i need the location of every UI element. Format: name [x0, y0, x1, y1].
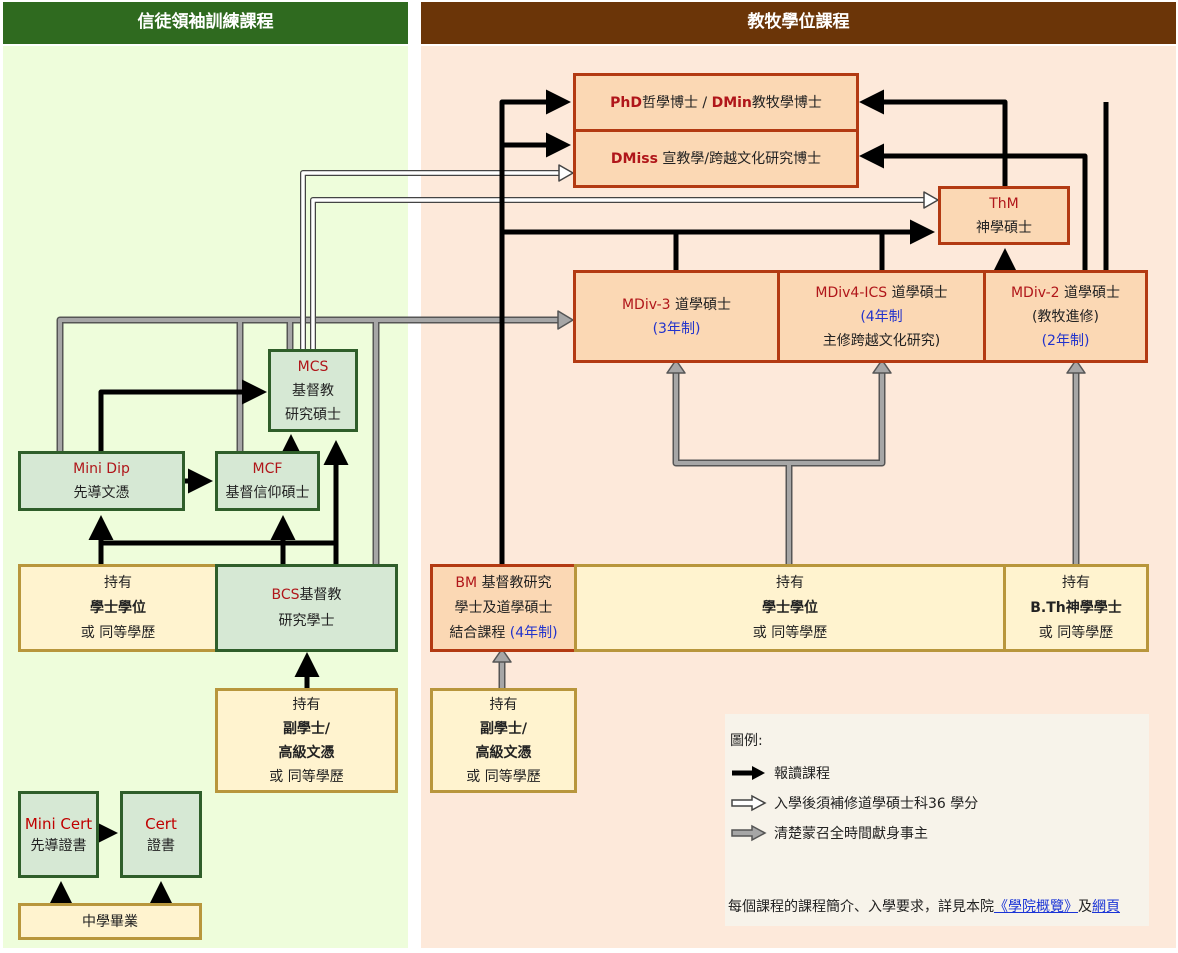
bm-box[interactable]: BM 基督教研究 學士及道學碩士 結合課程 (4年制)	[430, 564, 577, 652]
thm-box[interactable]: ThM 神學碩士	[938, 186, 1070, 245]
left-header: 信徒領袖訓練課程	[3, 2, 408, 44]
black-arrows	[48, 89, 1109, 907]
dmin-name: 教牧學博士	[751, 94, 822, 111]
legend-gray-label: 清楚蒙召全時間獻身事主	[774, 826, 928, 842]
hold-assoc-left-box[interactable]: 持有 副學士/ 高級文憑 或 同等學歷	[215, 688, 398, 793]
mcf-name: 基督信仰碩士	[225, 485, 310, 501]
mini-dip-name: 先導文憑	[73, 485, 130, 501]
cert-box[interactable]: Cert 證書	[120, 791, 202, 878]
mini-dip-box[interactable]: Mini Dip 先導文憑	[18, 451, 185, 511]
legend-black-label: 報讀課程	[774, 766, 830, 782]
hold-assoc-right-line2: 副學士/	[479, 720, 528, 737]
dmiss-name: 宣教學/跨越文化研究博士	[662, 150, 822, 167]
dmiss-box[interactable]: DMiss 宣教學/跨越文化研究博士	[573, 129, 859, 188]
mdiv4-name: 道學碩士	[891, 284, 948, 301]
phd-name: 哲學博士 /	[641, 94, 708, 111]
gray-arrow-icon	[731, 824, 767, 842]
hold-assoc-right-line4: 或 同等學歷	[466, 768, 541, 785]
legend: 圖例: 報讀課程 入學後須補修道學碩士科36 學分 清楚蒙召全時間獻身事主 每個…	[725, 714, 1149, 926]
bcs-abbr: BCS	[271, 587, 300, 603]
thm-abbr: ThM	[989, 195, 1019, 212]
high-school-name: 中學畢業	[82, 913, 138, 930]
hold-assoc-left-line4: 或 同等學歷	[269, 768, 344, 785]
hold-bth-line2: B.Th神學學士	[1030, 599, 1122, 616]
mini-cert-box[interactable]: Mini Cert 先導證書	[18, 791, 99, 878]
hold-bachelor-left-line2: 學士學位	[90, 599, 146, 616]
mini-cert-name: 先導證書	[30, 837, 87, 854]
mdiv2-duration: (2年制)	[1041, 332, 1090, 349]
legend-title: 圖例:	[730, 733, 763, 749]
bm-line2: 學士及道學碩士	[454, 599, 553, 616]
right-header: 教牧學位課程	[421, 2, 1176, 44]
mdiv3-name: 道學碩士	[675, 296, 732, 313]
mdiv2-abbr: MDiv-2	[1010, 284, 1060, 301]
website-link[interactable]: 網頁	[1092, 899, 1120, 915]
bcs-line2: 研究學士	[278, 613, 335, 629]
hold-bth-box[interactable]: 持有 B.Th神學學士 或 同等學歷	[1003, 564, 1149, 652]
phd-abbr: PhD	[610, 94, 642, 111]
dmin-abbr: DMin	[711, 94, 752, 111]
white-arrow-icon	[731, 794, 767, 812]
hold-assoc-right-line1: 持有	[489, 696, 518, 713]
mdiv4-ics-box[interactable]: MDiv4-ICS 道學碩士 (4年制 主修跨越文化研究)	[777, 270, 986, 363]
hold-assoc-left-line2: 副學士/	[282, 720, 331, 737]
legend-footer: 每個課程的課程簡介、入學要求，詳見本院《學院概覽》及網頁	[728, 896, 1120, 916]
bm-abbr: BM	[455, 574, 478, 591]
hold-bachelor-right-line1: 持有	[776, 574, 804, 591]
mdiv3-box[interactable]: MDiv-3 道學碩士 (3年制)	[573, 270, 780, 363]
mdiv3-abbr: MDiv-3	[621, 296, 671, 313]
phd-dmin-box[interactable]: PhD哲學博士 / DMin教牧學博士	[573, 73, 859, 132]
mcf-box[interactable]: MCF 基督信仰碩士	[215, 451, 320, 511]
hold-bachelor-left-line1: 持有	[104, 574, 132, 591]
thm-name: 神學碩士	[976, 219, 1032, 236]
hold-bachelor-left-line3: 或 同等學歷	[80, 624, 156, 641]
bcs-line1: 基督教	[299, 587, 342, 603]
bm-duration: (4年制)	[509, 624, 558, 641]
hold-bachelor-right-box[interactable]: 持有 學士學位 或 同等學歷	[574, 564, 1006, 652]
mdiv4-duration: (4年制	[860, 308, 903, 325]
mdiv4-abbr: MDiv4-ICS	[815, 284, 888, 301]
hold-bth-line1: 持有	[1062, 574, 1090, 591]
high-school-box[interactable]: 中學畢業	[18, 903, 202, 940]
mdiv2-box[interactable]: MDiv-2 道學碩士 (教牧進修) (2年制)	[983, 270, 1148, 363]
gray-arrows	[56, 310, 1086, 690]
hold-assoc-right-box[interactable]: 持有 副學士/ 高級文憑 或 同等學歷	[430, 688, 577, 793]
legend-white-row: 入學後須補修道學碩士科36 學分	[730, 788, 978, 818]
hold-assoc-left-line3: 高級文憑	[278, 744, 335, 761]
mcs-box[interactable]: MCS 基督教 研究碩士	[268, 349, 358, 432]
mini-cert-abbr: Mini Cert	[24, 814, 93, 833]
mdiv2-note: (教牧進修)	[1032, 308, 1099, 325]
footer-text: 每個課程的課程簡介、入學要求，詳見本院	[728, 899, 994, 915]
white-arrows	[300, 164, 939, 351]
dmiss-abbr: DMiss	[610, 150, 658, 167]
black-arrow-icon	[732, 766, 765, 780]
footer-and: 及	[1078, 899, 1092, 915]
hold-assoc-left-line1: 持有	[292, 696, 321, 713]
prospectus-link[interactable]: 《學院概覽》	[994, 899, 1078, 915]
hold-bachelor-left-box[interactable]: 持有 學士學位 或 同等學歷	[18, 564, 218, 652]
bm-line3: 結合課程	[449, 624, 506, 641]
bcs-box[interactable]: BCS基督教 研究學士	[215, 564, 398, 652]
legend-black-row: 報讀課程	[730, 758, 830, 788]
mdiv3-duration: (3年制)	[652, 320, 701, 337]
hold-assoc-right-line3: 高級文憑	[475, 744, 532, 761]
legend-gray-row: 清楚蒙召全時間獻身事主	[730, 818, 928, 848]
hold-bachelor-right-line2: 學士學位	[762, 599, 818, 616]
mcf-abbr: MCF	[252, 461, 283, 477]
hold-bachelor-right-line3: 或 同等學歷	[752, 624, 828, 641]
bm-line1: 基督教研究	[481, 574, 552, 591]
mcs-line2: 研究碩士	[285, 406, 341, 423]
mini-dip-abbr: Mini Dip	[73, 461, 130, 477]
hold-bth-line3: 或 同等學歷	[1038, 624, 1114, 641]
mdiv2-name: 道學碩士	[1064, 284, 1121, 301]
mcs-abbr: MCS	[297, 358, 329, 375]
cert-abbr: Cert	[145, 814, 177, 833]
cert-name: 證書	[147, 837, 175, 854]
mcs-line1: 基督教	[292, 382, 334, 399]
mdiv4-note: 主修跨越文化研究)	[822, 332, 941, 349]
legend-white-label: 入學後須補修道學碩士科36 學分	[774, 796, 979, 812]
